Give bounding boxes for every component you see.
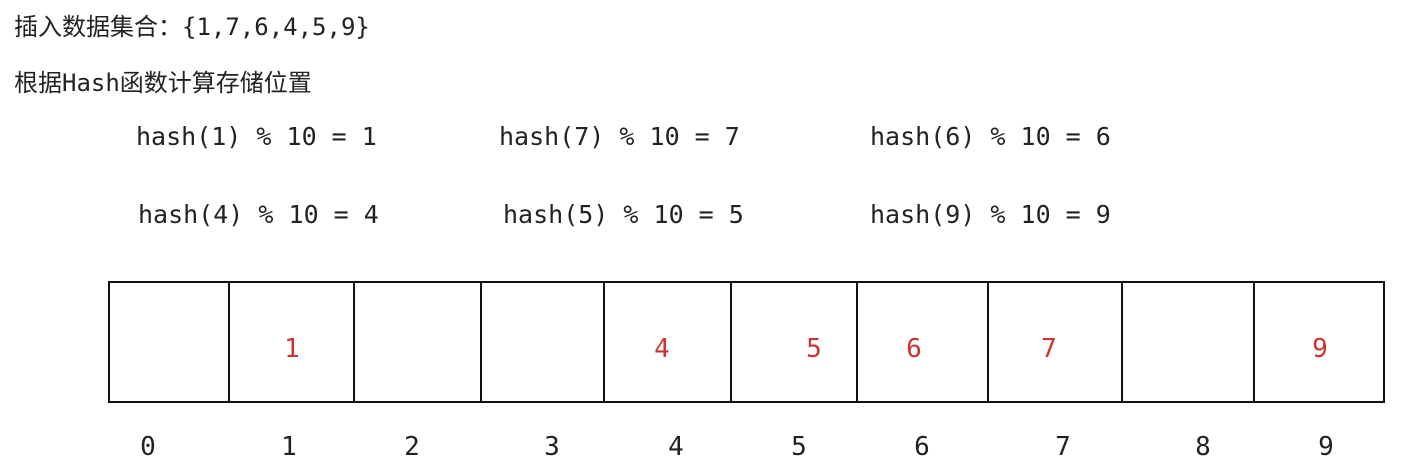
slot-value-5: 5	[806, 334, 822, 364]
slot-value-6: 6	[906, 334, 922, 364]
hash-slot-2	[353, 281, 482, 403]
hash-step-suffix: 函数计算存储位置	[119, 69, 312, 97]
insert-set-line: 插入数据集合：{1,7,6,4,5,9}	[14, 12, 370, 42]
formula-hash-6: hash(6) % 10 = 6	[870, 122, 1111, 151]
slot-index-6: 6	[914, 432, 930, 462]
hash-slot-0	[108, 281, 230, 403]
formula-hash-9: hash(9) % 10 = 9	[870, 200, 1111, 229]
formula-hash-1: hash(1) % 10 = 1	[136, 122, 377, 151]
slot-value-4: 4	[654, 334, 670, 364]
slot-index-8: 8	[1195, 432, 1211, 462]
hash-slot-6: 6	[856, 281, 989, 403]
insert-set-values: {1,7,6,4,5,9}	[182, 13, 370, 41]
hash-slot-8	[1121, 281, 1255, 403]
hash-slot-3	[480, 281, 605, 403]
formula-hash-4: hash(4) % 10 = 4	[138, 200, 379, 229]
hash-slot-5: 5	[730, 281, 858, 403]
slot-value-7: 7	[1041, 334, 1057, 364]
hash-slot-7: 7	[987, 281, 1123, 403]
slot-index-2: 2	[404, 432, 420, 462]
slot-value-9: 9	[1312, 334, 1328, 364]
hash-slot-4: 4	[603, 281, 732, 403]
insert-label: 插入数据集合：	[14, 13, 182, 41]
slot-index-3: 3	[544, 432, 560, 462]
hash-step-word: Hash	[62, 69, 120, 97]
slot-index-7: 7	[1055, 432, 1071, 462]
hash-step-prefix: 根据	[14, 69, 62, 97]
slot-index-9: 9	[1318, 432, 1334, 462]
hash-slot-1: 1	[228, 281, 355, 403]
hash-slot-9: 9	[1253, 281, 1385, 403]
slot-index-1: 1	[281, 432, 297, 462]
slot-index-4: 4	[668, 432, 684, 462]
slot-index-5: 5	[791, 432, 807, 462]
formula-hash-5: hash(5) % 10 = 5	[503, 200, 744, 229]
slot-value-1: 1	[284, 334, 300, 364]
slot-index-0: 0	[140, 432, 156, 462]
hash-table: 1 4 5 6 7 9	[108, 281, 1385, 403]
formula-hash-7: hash(7) % 10 = 7	[499, 122, 740, 151]
hash-step-line: 根据Hash函数计算存储位置	[14, 68, 312, 98]
